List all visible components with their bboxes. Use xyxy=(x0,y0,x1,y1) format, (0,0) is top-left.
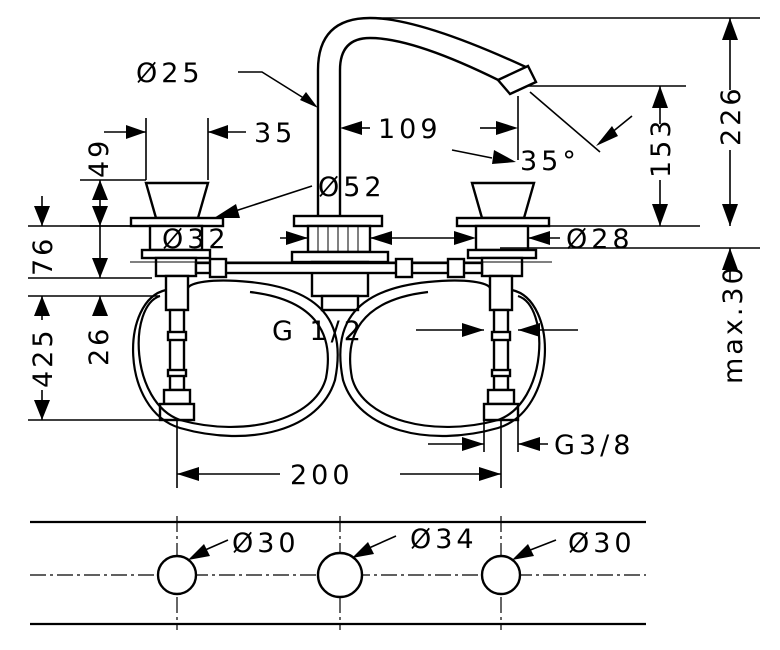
hole-right xyxy=(480,554,522,596)
dim-g12: G 1/2 xyxy=(272,316,365,347)
dim-26: 26 xyxy=(84,326,115,366)
left-handle xyxy=(144,181,210,220)
dim-g38: G3/8 xyxy=(554,430,634,461)
dim-d32: Ø32 xyxy=(162,224,230,255)
dimension-lines xyxy=(28,17,760,488)
dim-35: 35 xyxy=(254,118,296,149)
dim-109: 109 xyxy=(378,114,442,145)
dim-max30: max.30 xyxy=(718,264,749,384)
faucet-assembly xyxy=(129,16,552,438)
right-valve-body xyxy=(488,274,514,312)
dim-49: 49 xyxy=(84,138,115,178)
hole-middle xyxy=(316,551,364,599)
dimension-labels: Ø25 35 109 35° Ø52 Ø32 Ø28 G 1/2 G3/8 20… xyxy=(28,58,749,491)
hole-middle-label: Ø34 xyxy=(410,524,478,555)
right-handle xyxy=(470,181,536,220)
hole-left xyxy=(156,554,198,596)
dim-425: 425 xyxy=(28,327,59,388)
deck-hole-layout: Ø30 Ø34 Ø30 xyxy=(30,516,646,630)
hole-left-label: Ø30 xyxy=(232,528,300,559)
hole-right-label: Ø30 xyxy=(568,528,636,559)
dim-200: 200 xyxy=(290,460,354,491)
dim-35-deg: 35° xyxy=(520,146,580,177)
dim-d25: Ø25 xyxy=(136,58,204,89)
cross-pipe xyxy=(194,261,484,275)
left-valve-body xyxy=(164,274,190,312)
dim-226: 226 xyxy=(716,85,747,146)
spout-base xyxy=(292,214,384,228)
dim-76: 76 xyxy=(28,236,59,276)
dim-d28: Ø28 xyxy=(566,224,634,255)
dim-d52: Ø52 xyxy=(318,172,386,203)
hose-left xyxy=(131,279,339,438)
spout-tip xyxy=(496,64,538,96)
dim-153: 153 xyxy=(646,117,677,178)
hose-right xyxy=(339,279,547,438)
